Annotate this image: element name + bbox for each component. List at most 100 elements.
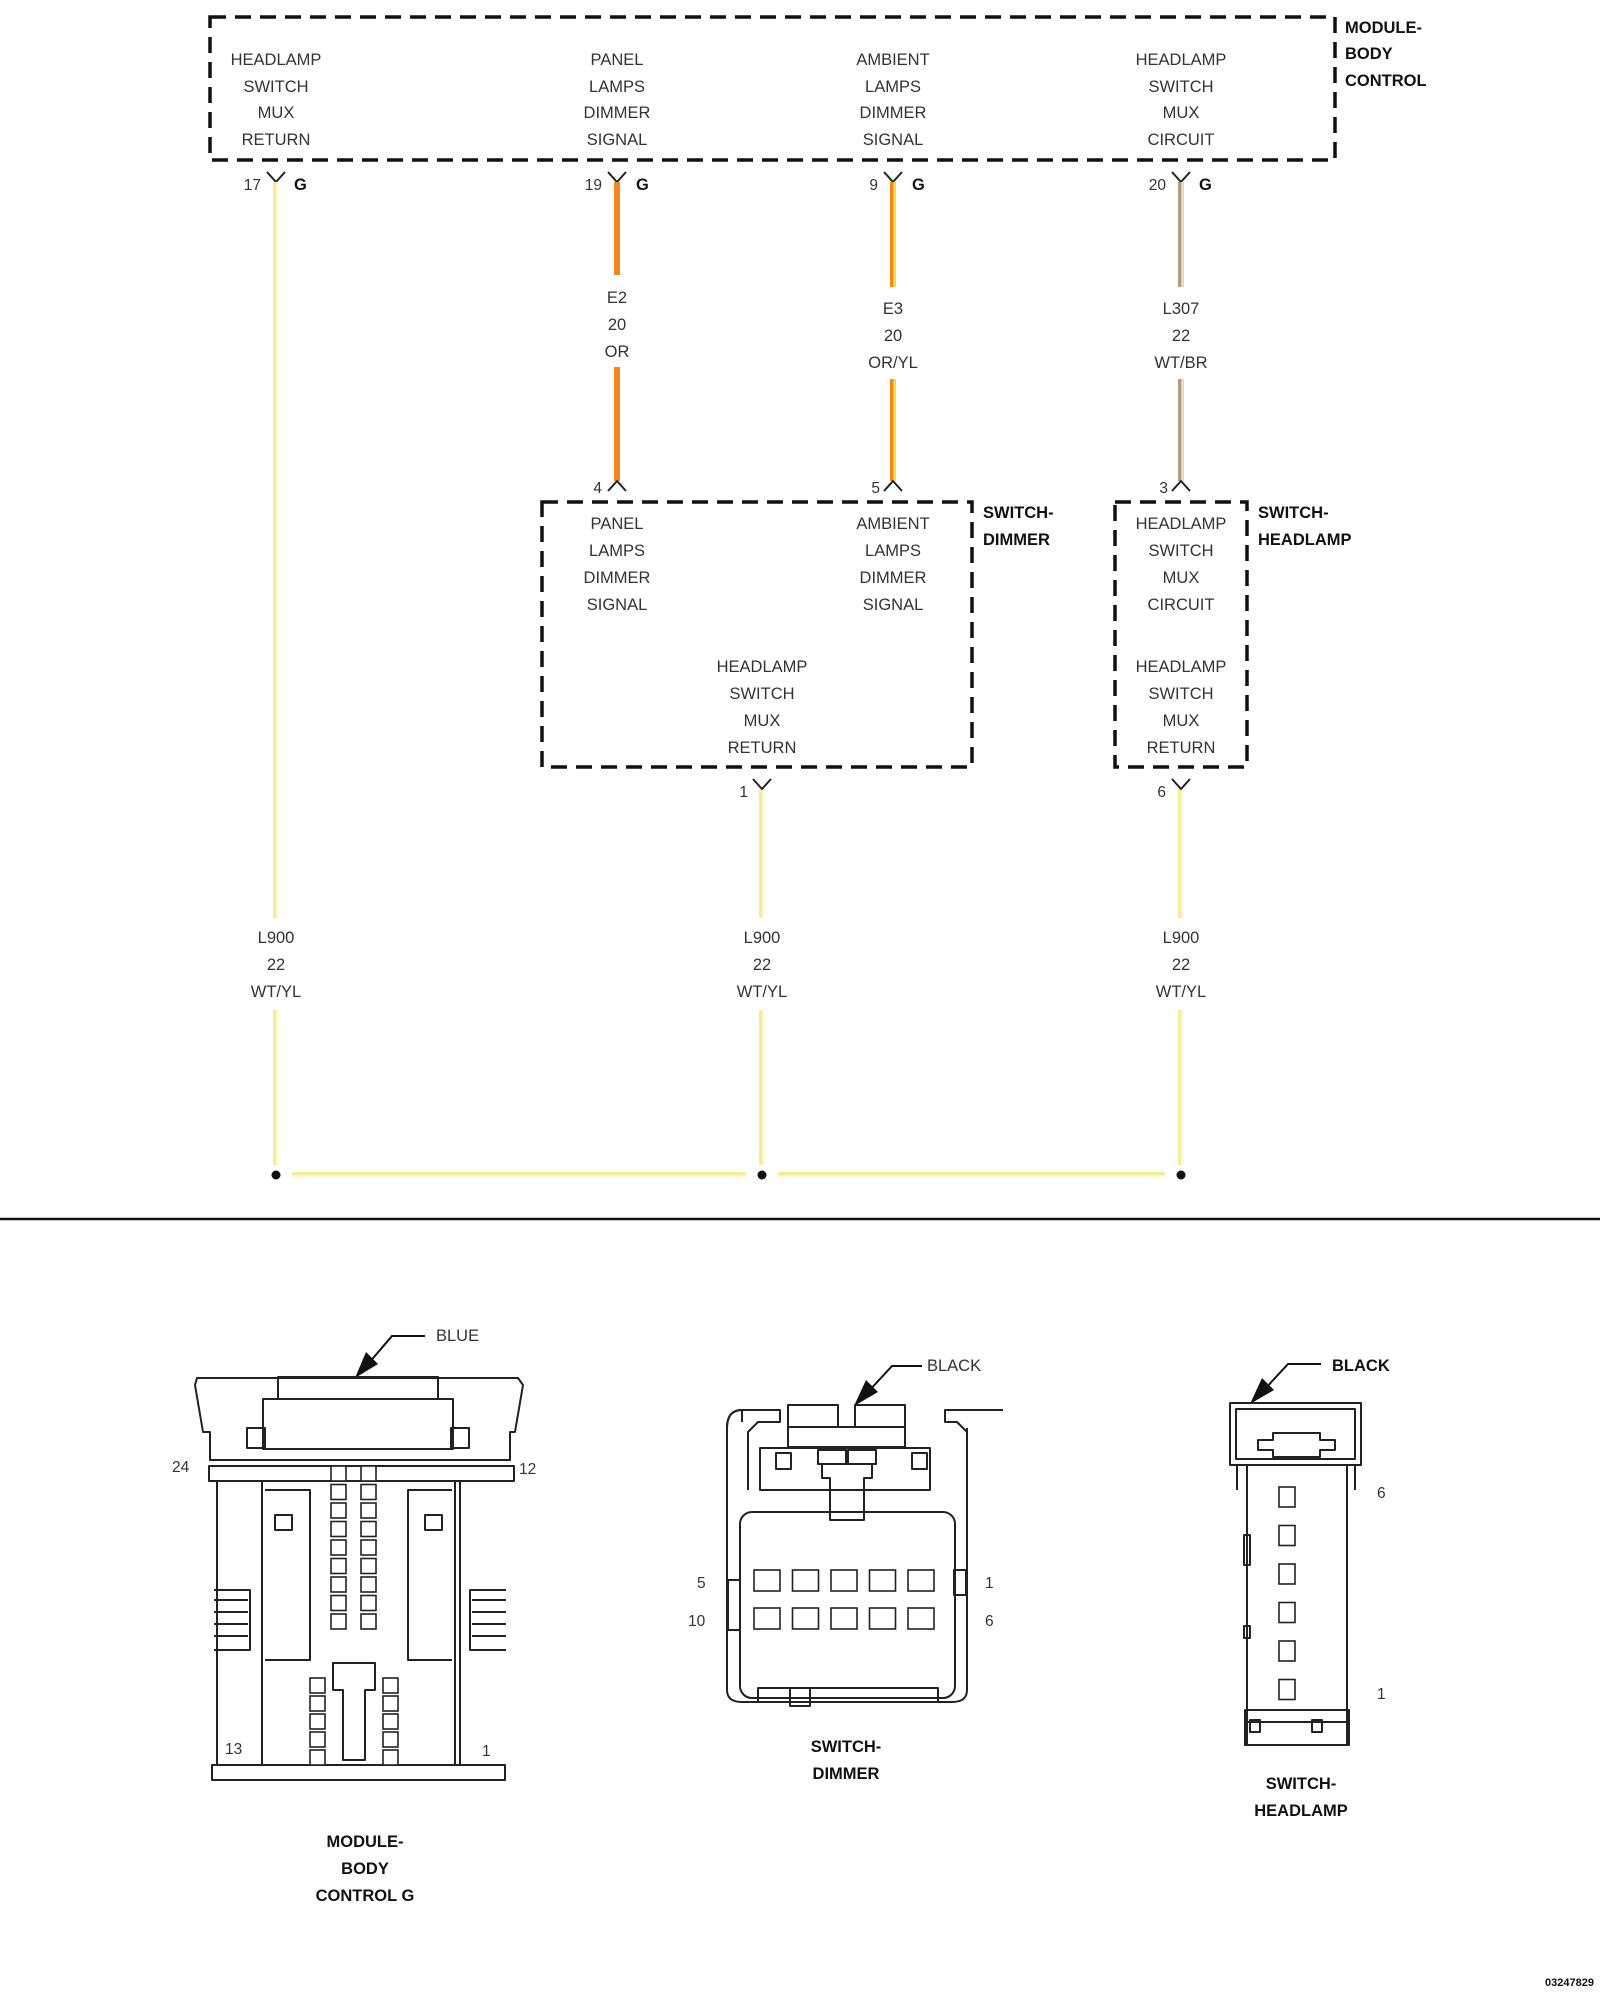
bcm-left-channel bbox=[265, 1489, 311, 1661]
headlamp-view-name-2: HEADLAMP bbox=[1254, 1802, 1348, 1820]
bcm-cavity-lower-left-5 bbox=[309, 1749, 326, 1766]
bcm-name-3: CONTROL bbox=[1345, 72, 1427, 90]
bcm-f2-l4: SIGNAL bbox=[587, 131, 648, 149]
dimmer-bottom-rail bbox=[757, 1687, 939, 1703]
headlamp-pin-3: 3 bbox=[1159, 480, 1168, 497]
bcm-cavity-upper-left-8 bbox=[330, 1594, 347, 1612]
bcm-pointer-arrow bbox=[355, 1352, 378, 1378]
bcm-cavity-lower-right-1 bbox=[382, 1677, 399, 1694]
dimmer-pin-1-marker bbox=[752, 778, 772, 790]
bcm-pin-label-12: 12 bbox=[519, 1461, 536, 1478]
headlamp-cavity-6 bbox=[1278, 1678, 1296, 1701]
dimmer-pointer-arrow bbox=[854, 1380, 878, 1406]
bcm-f4-l4: CIRCUIT bbox=[1148, 131, 1215, 149]
headlamp-key bbox=[1257, 1432, 1336, 1458]
bcm-pin-9: 9 bbox=[869, 177, 878, 194]
dimmer-cavity-10 bbox=[907, 1607, 935, 1630]
bcm-conn-17: G bbox=[294, 176, 307, 194]
bcm-cavity-upper-right-3 bbox=[360, 1502, 377, 1519]
headlamp-pins: 3 6 bbox=[1157, 480, 1191, 801]
dimmer-cavity-6 bbox=[753, 1607, 781, 1630]
hl-f2-l2: SWITCH bbox=[1148, 685, 1213, 703]
dimmer-cavity-8 bbox=[830, 1607, 858, 1630]
dim-f1-l4: SIGNAL bbox=[587, 596, 648, 614]
wire-e3-gauge: 20 bbox=[884, 327, 902, 345]
dimmer-pin-label-10: 10 bbox=[688, 1613, 706, 1630]
dimmer-color-label: BLACK bbox=[927, 1357, 981, 1375]
dimmer-cavity-3 bbox=[830, 1569, 858, 1592]
wire-l900-b-gauge: 22 bbox=[753, 956, 771, 974]
bcm-f1-l2: SWITCH bbox=[243, 78, 308, 96]
dimmer-latch bbox=[821, 1463, 873, 1521]
headlamp-pin-3-marker bbox=[1171, 480, 1191, 492]
bcm-cavity-upper-left-6 bbox=[330, 1557, 347, 1575]
bcm-cavity-lower-left-3 bbox=[309, 1713, 326, 1730]
dimmer-cavity-4 bbox=[868, 1569, 897, 1592]
bcm-f3-l2: LAMPS bbox=[865, 78, 921, 96]
bcm-f1-l3: MUX bbox=[258, 104, 295, 122]
bcm-module-box bbox=[208, 15, 1337, 162]
dim-f3-l4: RETURN bbox=[728, 739, 797, 757]
bcm-view-name-1: MODULE- bbox=[327, 1833, 404, 1851]
dimmer-lug-1 bbox=[775, 1452, 792, 1470]
bcm-cavity-upper-right-8 bbox=[360, 1594, 377, 1612]
bcm-cavity-upper-left-3 bbox=[330, 1502, 347, 1519]
bcm-cavity-upper-right-1 bbox=[360, 1465, 377, 1482]
dimmer-pins: 4 5 1 bbox=[593, 480, 903, 801]
dim-f2-l2: LAMPS bbox=[865, 542, 921, 560]
bcm-center-key bbox=[332, 1662, 376, 1761]
bcm-left-ribs bbox=[214, 1589, 251, 1651]
bcm-f4-l1: HEADLAMP bbox=[1136, 51, 1227, 69]
wire-e3-upper bbox=[890, 182, 896, 287]
headlamp-pin-label-6: 6 bbox=[1377, 1485, 1386, 1502]
bcm-f3-l1: AMBIENT bbox=[856, 51, 929, 69]
bcm-cavity-upper-left-1 bbox=[330, 1465, 347, 1482]
dimmer-connector-view: BLACK 5 1 10 6 SWITCH- DIMMER bbox=[688, 1357, 1003, 1783]
dimmer-lug-4 bbox=[847, 1449, 877, 1465]
wire-l900-a-color: WT/YL bbox=[251, 983, 301, 1001]
dimmer-side-right bbox=[953, 1569, 967, 1596]
headlamp-base bbox=[1244, 1709, 1350, 1746]
bcm-lug-left bbox=[246, 1427, 266, 1449]
bcm-view-name-3: CONTROL G bbox=[316, 1887, 415, 1905]
wire-l307-gauge: 22 bbox=[1172, 327, 1190, 345]
bcm-conn-9: G bbox=[912, 176, 925, 194]
dimmer-pin-1: 1 bbox=[739, 784, 748, 801]
wire-labels: E2 20 OR E3 20 OR/YL L307 22 WT/BR L900 … bbox=[251, 289, 1208, 1001]
headlamp-pin-label-1: 1 bbox=[1377, 1686, 1386, 1703]
headlamp-body bbox=[1246, 1465, 1348, 1746]
wire-l900-a-circuit: L900 bbox=[258, 929, 295, 947]
bcm-pin-label-13: 13 bbox=[225, 1741, 242, 1758]
wire-e2-circuit: E2 bbox=[607, 289, 627, 307]
bcm-inner-walls bbox=[261, 1481, 456, 1765]
wire-l900-b-circuit: L900 bbox=[744, 929, 781, 947]
bcm-cavity-lower-left-1 bbox=[309, 1677, 326, 1694]
dimmer-tab-right bbox=[854, 1404, 906, 1428]
hl-f1-l1: HEADLAMP bbox=[1136, 515, 1227, 533]
wire-l900-a-lower bbox=[273, 1010, 279, 1165]
bcm-pin-label-1: 1 bbox=[482, 1743, 491, 1760]
wire-l900-c-lower bbox=[1178, 1010, 1184, 1165]
wire-l307-lower bbox=[1178, 379, 1184, 481]
bcm-keys bbox=[274, 1514, 443, 1531]
dimmer-pin-4: 4 bbox=[593, 480, 602, 497]
dimmer-view-name-1: SWITCH- bbox=[811, 1738, 882, 1756]
bcm-pin-20: 20 bbox=[1149, 177, 1167, 194]
bcm-cavity-upper-right-4 bbox=[360, 1520, 377, 1538]
splice-center bbox=[757, 1170, 767, 1180]
wire-l900-bus-left bbox=[292, 1172, 746, 1178]
dimmer-bottom-tab bbox=[789, 1687, 811, 1707]
dimmer-pin-label-5: 5 bbox=[697, 1575, 706, 1592]
bcm-cavity-upper-left-7 bbox=[330, 1576, 347, 1593]
dimmer-tab-left bbox=[787, 1404, 839, 1428]
splice-left bbox=[271, 1170, 281, 1180]
headlamp-cavity-4 bbox=[1278, 1601, 1296, 1624]
wire-l900-c-upper bbox=[1178, 789, 1184, 918]
bcm-f4-l3: MUX bbox=[1163, 104, 1200, 122]
splice-right bbox=[1176, 1170, 1186, 1180]
headlamp-pointer-arrow bbox=[1250, 1378, 1274, 1404]
bcm-f4-l2: SWITCH bbox=[1148, 78, 1213, 96]
bcm-pin-19: 19 bbox=[585, 177, 602, 194]
bcm-pin-9-marker bbox=[883, 171, 903, 183]
dimmer-pin-4-marker bbox=[607, 480, 627, 492]
